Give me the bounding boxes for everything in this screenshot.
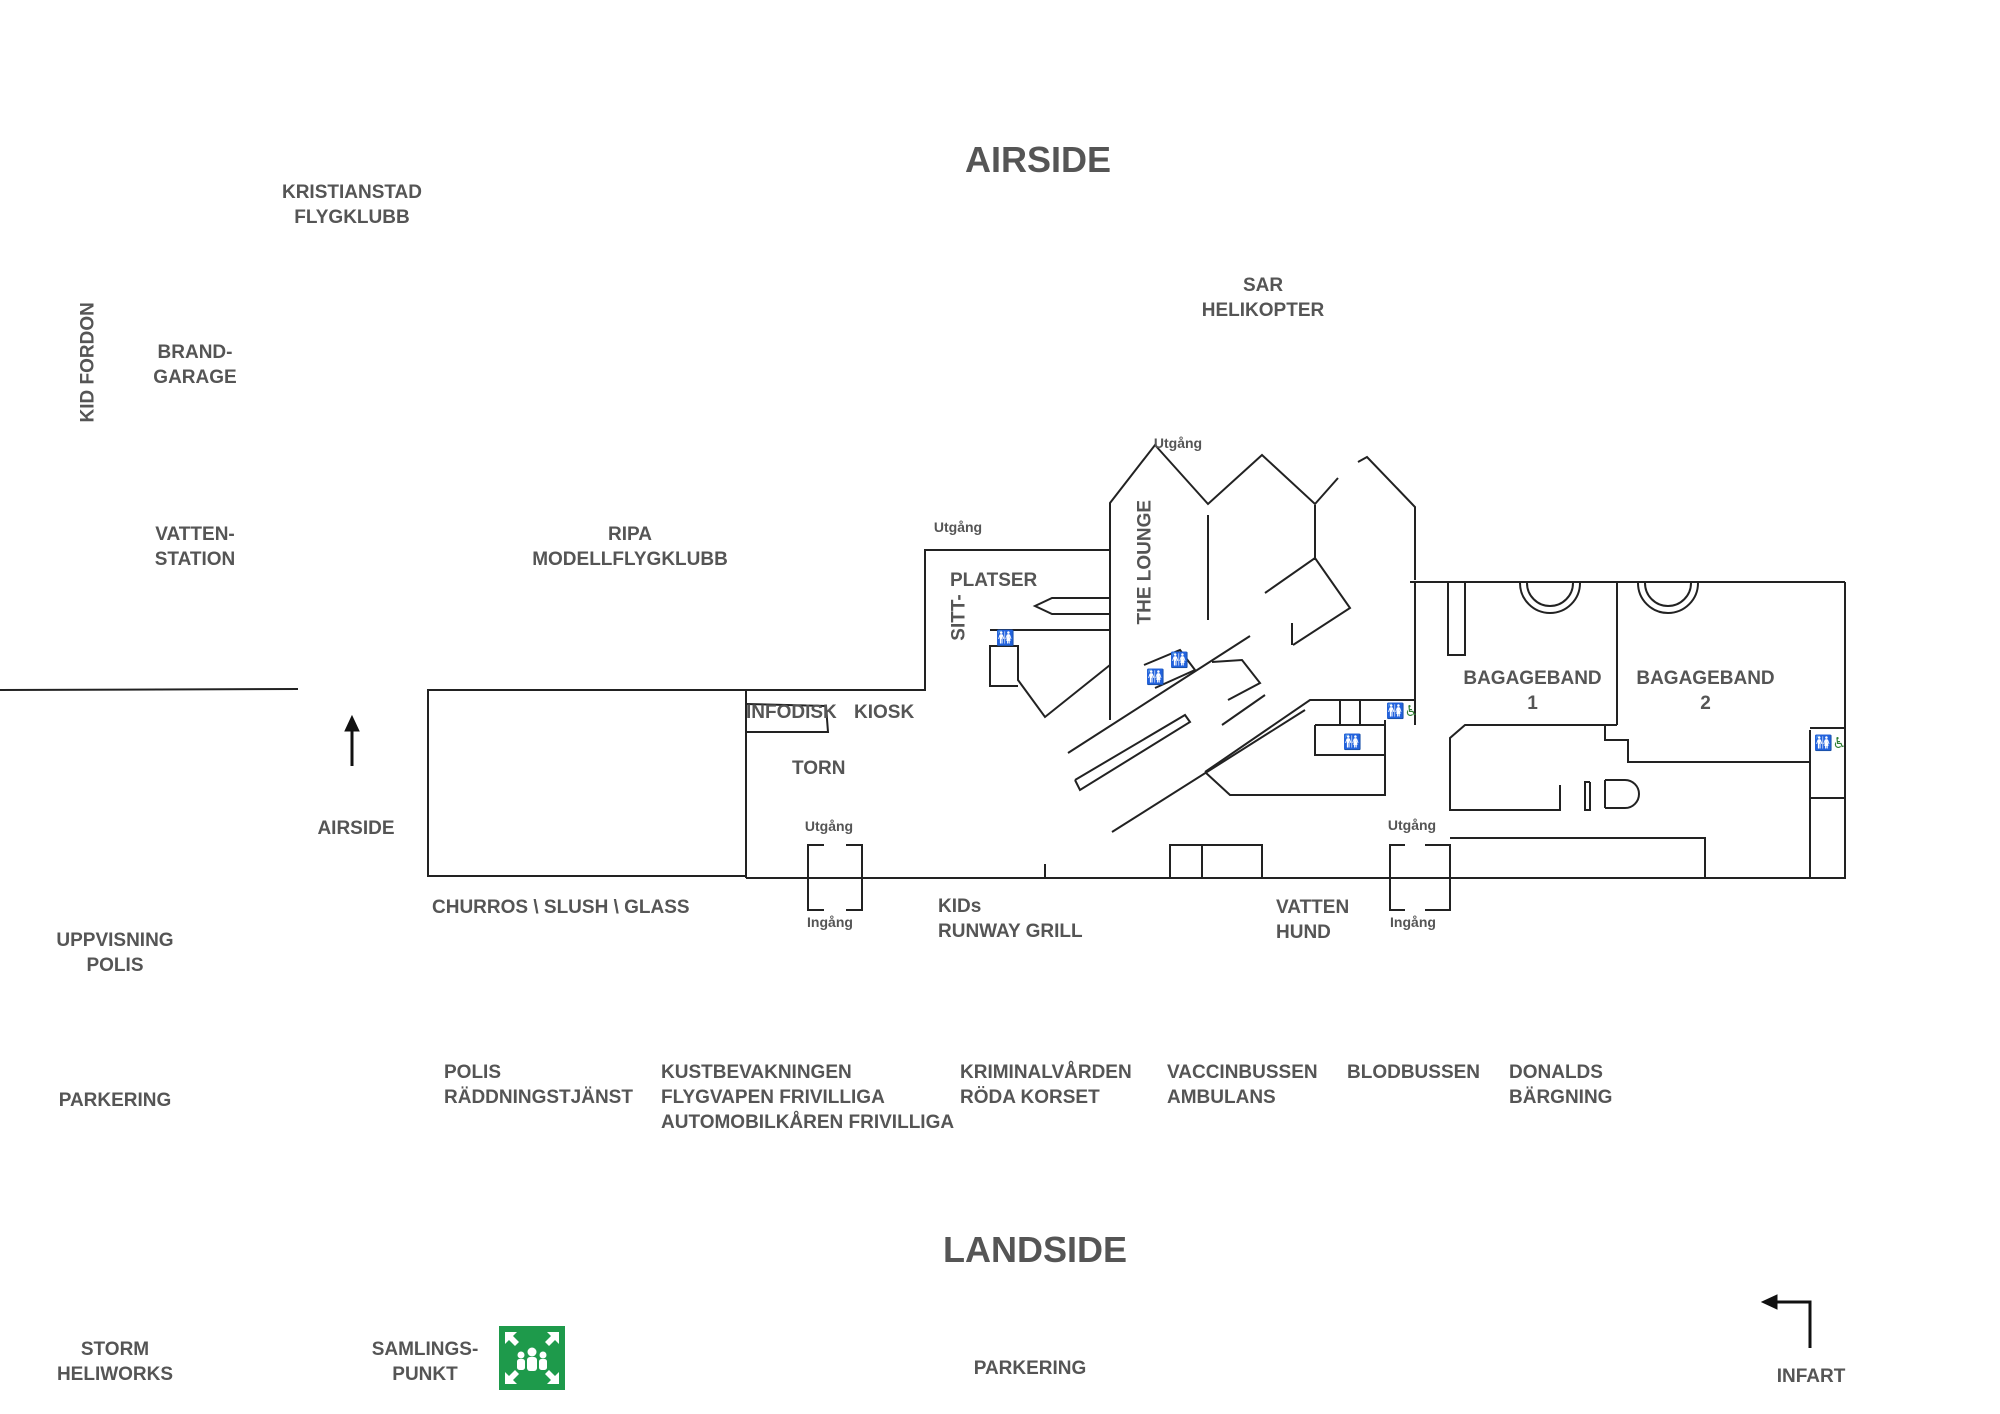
airside-boundary-line [0, 688, 299, 691]
label-sittplatser-sitt: SITT- [948, 594, 970, 641]
door-utgang-right: Utgång [1387, 817, 1437, 833]
door-ingang-right: Ingång [1390, 914, 1436, 930]
label-brandgarage: BRAND-GARAGE [153, 342, 237, 388]
label-kiosk: KIOSK [854, 702, 915, 723]
toilet-icon: 🚻 [996, 630, 1015, 647]
label-vattenstation: VATTEN-STATION [154, 524, 236, 570]
label-blodbussen: BLODBUSSEN [1347, 1062, 1481, 1083]
label-airside-arrow: AIRSIDE [317, 818, 395, 839]
label-infart: INFART [1776, 1366, 1846, 1387]
arrow-turn-left-icon [1760, 1294, 1778, 1310]
toilet-icon: 🚻 [1343, 734, 1362, 751]
label-torn: TORN [792, 758, 846, 779]
churros-block [427, 689, 747, 877]
zone-landside: LANDSIDE [942, 1229, 1127, 1270]
accessible-toilet-icon: 🚻♿ [1814, 735, 1847, 752]
door-utgang-top: Utgång [1153, 435, 1203, 451]
accessible-toilet-icon: 🚻♿ [1386, 703, 1419, 720]
assembly-point-icon [499, 1326, 565, 1390]
label-samlingspunkt: SAMLINGS-PUNKT [371, 1339, 479, 1385]
door-utgang-torn: Utgång [804, 818, 854, 834]
label-the-lounge: THE LOUNGE [1134, 499, 1156, 625]
door-utgang-left: Utgång [933, 519, 983, 535]
label-sittplatser-platser: PLATSER [950, 570, 1038, 591]
label-kid-fordon: KID FORDON [77, 302, 99, 423]
toilet-icon: 🚻 [1170, 652, 1189, 669]
label-churros-slush-glass: CHURROS \ SLUSH \ GLASS [432, 897, 690, 918]
label-parkering-bottom: PARKERING [973, 1358, 1087, 1379]
door-ingang-torn: Ingång [807, 914, 853, 930]
zone-airside: AIRSIDE [964, 139, 1112, 180]
label-parkering-left: PARKERING [58, 1090, 172, 1111]
toilet-icon: 🚻 [1146, 669, 1165, 686]
label-infodisk: INFODISK [746, 702, 837, 723]
